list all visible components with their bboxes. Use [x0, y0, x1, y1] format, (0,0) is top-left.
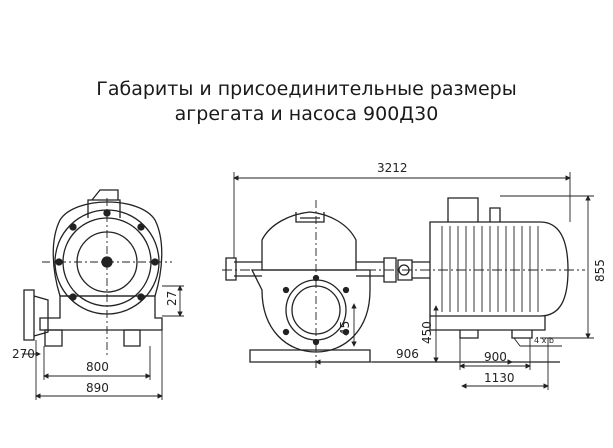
dim-800: 800 — [86, 360, 109, 374]
dim-3212: 3212 — [377, 161, 408, 175]
dim-890: 890 — [86, 381, 109, 395]
bolt-ring — [55, 209, 159, 301]
dim-4xb: 4 x b — [534, 336, 554, 345]
dim-906: 906 — [396, 347, 419, 361]
pump-side-view — [222, 197, 585, 370]
dim-900: 900 — [484, 350, 507, 364]
dim-450: 450 — [420, 321, 434, 344]
drawing-title-line-1: Габариты и присоединительные размеры — [96, 78, 517, 100]
dim-45: 45 — [338, 321, 352, 336]
drawing-title-line-2: агрегата и насоса 900Д30 — [174, 103, 439, 125]
dim-1130: 1130 — [484, 371, 515, 385]
dim-270: 270 — [12, 347, 35, 361]
dim-855: 855 — [593, 259, 607, 282]
pump-end-view — [23, 189, 172, 355]
dim-27: 27 — [165, 291, 179, 306]
